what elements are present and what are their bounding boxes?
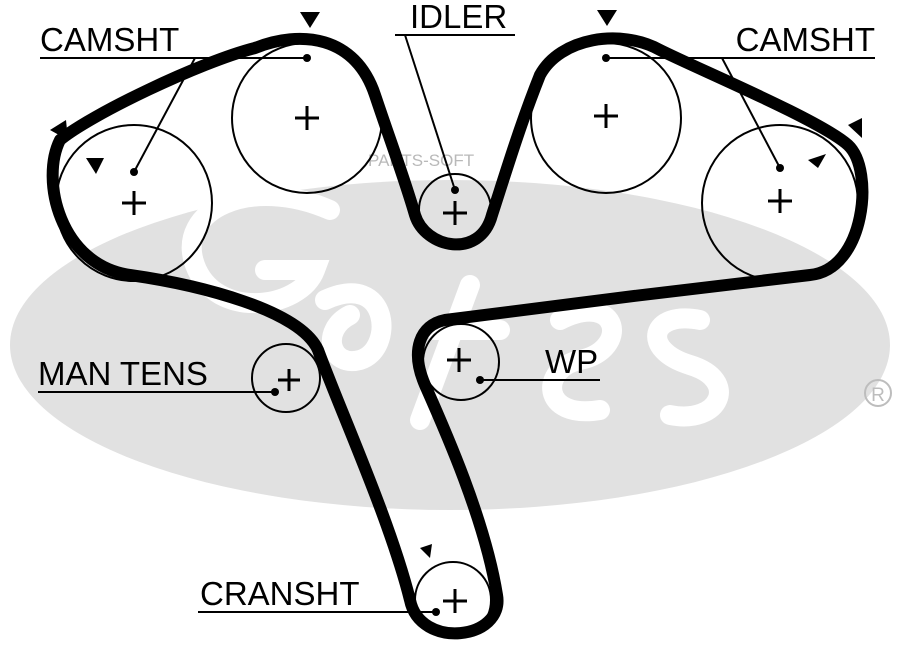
registered-mark-circle xyxy=(864,379,892,407)
label-cransht: CRANSHT xyxy=(200,575,360,612)
leader-dot xyxy=(451,186,459,194)
cross-icon xyxy=(122,191,146,215)
leader-dot xyxy=(271,388,279,396)
label-camsht-left: CAMSHT xyxy=(40,21,179,58)
leader-dot xyxy=(776,164,784,172)
camsht-left-leader-diagonal xyxy=(133,57,196,173)
cross-icon xyxy=(594,104,618,128)
manual-tensioner-pulley xyxy=(251,343,321,413)
label-idler: IDLER xyxy=(410,0,507,35)
leader-dots xyxy=(130,54,784,616)
leader-dot xyxy=(602,54,610,62)
leader-dot xyxy=(476,376,484,384)
label-man-tens: MAN TENS xyxy=(38,355,208,392)
label-camsht-right: CAMSHT xyxy=(736,21,875,58)
leader-lines xyxy=(38,34,875,613)
leader-dot xyxy=(303,54,311,62)
cross-icon xyxy=(443,201,467,225)
timing-mark-icon xyxy=(300,12,320,28)
leader-dot xyxy=(130,168,138,176)
timing-marks xyxy=(50,10,862,558)
idler-leader-diagonal xyxy=(404,34,456,191)
label-wp: WP xyxy=(545,343,598,380)
timing-mark-icon xyxy=(50,120,68,140)
timing-mark-icon xyxy=(420,544,432,558)
cross-icon xyxy=(295,106,319,130)
gates-logo xyxy=(10,180,890,510)
timing-mark-icon xyxy=(848,118,862,138)
cross-icon xyxy=(768,189,792,213)
pulley-centers xyxy=(122,104,792,613)
timing-mark-icon xyxy=(597,10,617,26)
registered-mark: R xyxy=(871,385,885,406)
timing-mark-icon xyxy=(808,154,826,168)
camsht-right-leader-diagonal xyxy=(721,57,781,169)
leader-dot xyxy=(432,608,440,616)
cross-icon xyxy=(447,348,471,372)
timing-mark-icon xyxy=(86,158,104,174)
cross-icon xyxy=(443,589,467,613)
watermark-text: PARTS-SOFT xyxy=(368,151,474,170)
timing-belt xyxy=(46,32,869,640)
cross-icon xyxy=(278,369,300,391)
